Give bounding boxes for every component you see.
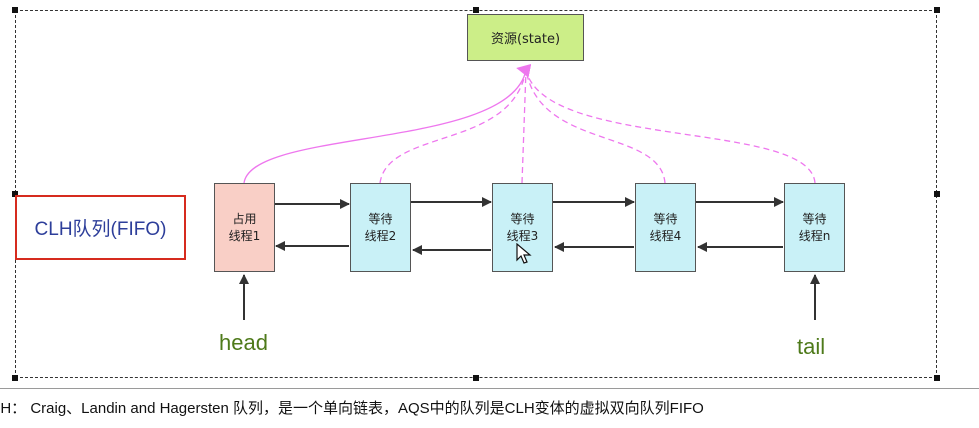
resize-handle-bottom-left[interactable] [12, 375, 18, 381]
queue-node-thread-1[interactable]: 占用 线程1 [214, 183, 275, 272]
resize-handle-top-left[interactable] [12, 7, 18, 13]
queue-node-thread-2[interactable]: 等待 线程2 [350, 183, 411, 272]
node-thread-label: 线程4 [649, 228, 682, 243]
node-thread-label: 线程3 [506, 228, 539, 243]
node-status-label: 等待 [802, 211, 827, 226]
node-status-label: 占用 [232, 211, 257, 226]
resize-handle-top-middle[interactable] [473, 7, 479, 13]
resize-handle-middle-right[interactable] [934, 191, 940, 197]
resize-handle-bottom-middle[interactable] [473, 375, 479, 381]
resize-handle-bottom-right[interactable] [934, 375, 940, 381]
node-status-label: 等待 [510, 211, 535, 226]
waiter3-to-resource-link [521, 69, 527, 184]
waiter2-to-resource-link [379, 69, 527, 184]
caption-divider [0, 388, 979, 389]
clh-queue-label: CLH队列(FIFO) [34, 219, 167, 240]
waitern-to-resource-link [525, 69, 816, 184]
tail-label: tail [797, 334, 826, 359]
resource-state-box[interactable]: 资源(state) [467, 14, 584, 61]
node-thread-label: 线程n [798, 228, 831, 243]
node-thread-label: 线程2 [364, 228, 397, 243]
mouse-cursor-icon [516, 243, 532, 264]
resource-state-label: 资源(state) [490, 32, 561, 47]
head-label: head [219, 330, 268, 355]
resize-handle-middle-left[interactable] [12, 191, 18, 197]
caption-text: LH： Craig、Landin and Hagersten 队列，是一个单向链… [0, 400, 704, 417]
clh-queue-label-box[interactable]: CLH队列(FIFO) [15, 195, 186, 260]
node-status-label: 等待 [368, 211, 393, 226]
node-thread-label: 线程1 [228, 228, 261, 243]
queue-node-thread-n[interactable]: 等待 线程n [784, 183, 845, 272]
waiter4-to-resource-link [525, 69, 666, 184]
queue-node-thread-4[interactable]: 等待 线程4 [635, 183, 696, 272]
resize-handle-top-right[interactable] [934, 7, 940, 13]
node-status-label: 等待 [653, 211, 678, 226]
holder-to-resource-link [243, 63, 532, 184]
